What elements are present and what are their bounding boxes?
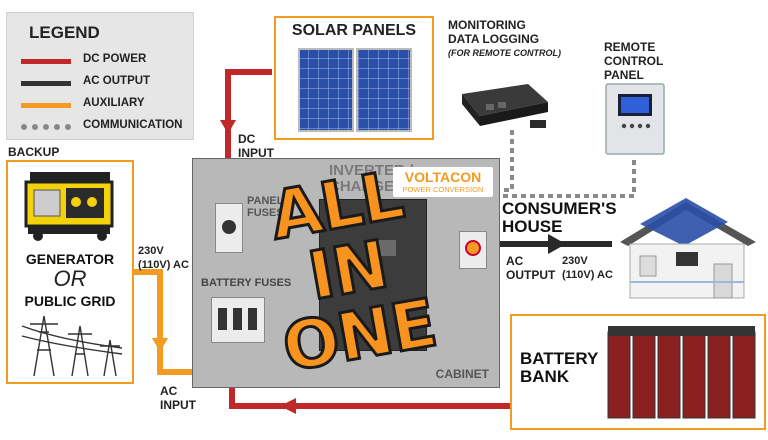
backup-label: BACKUP [8, 145, 60, 159]
generator-label: GENERATOR [25, 251, 115, 267]
legend-swatch-ac [21, 81, 71, 86]
dc-input-line1: DC [238, 132, 256, 146]
panel-fuses-line2: FUSES [247, 207, 284, 219]
legend-label-ac: AC OUTPUT [83, 75, 151, 87]
dc-input-label: DC INPUT [238, 132, 274, 160]
remote-panel-label: REMOTE CONTROL PANEL [604, 40, 663, 82]
ac-out-voltage-label: 230V (110V) AC [562, 254, 613, 282]
power-pylons-icon [21, 315, 123, 377]
inverter-unit [319, 199, 427, 351]
battery-bank-line1: BATTERY [520, 349, 599, 368]
output-isolator-switch [459, 231, 487, 269]
backup-box: GENERATOR OR PUBLIC GRID [6, 160, 134, 384]
fuse-knob [222, 220, 236, 234]
all-in-one-overlay: ALL IN ONE [252, 155, 444, 389]
legend-label-dc: DC POWER [83, 53, 147, 65]
solar-panels-box: SOLAR PANELS [274, 16, 434, 140]
battery-bank-box: BATTERY BANK [510, 314, 766, 430]
remote-panel-line2: CONTROL [604, 54, 664, 68]
or-label: OR [53, 266, 87, 291]
ac-output-line1: AC [506, 254, 524, 268]
legend-swatch-dc [21, 59, 71, 64]
monitoring-line3: (FOR REMOTE CONTROL) [448, 48, 561, 58]
legend-swatch-comm [21, 124, 71, 130]
dc-arrow-left [280, 398, 296, 414]
battery-bank-line2: BANK [520, 367, 570, 386]
brand-name: VOLTACON [404, 169, 482, 185]
consumer-line2: HOUSE [502, 217, 563, 236]
inverter-charger-label: INVERTER / CHARGER [329, 163, 413, 195]
generator-icon [24, 172, 114, 241]
ac-out-voltage-line2: (110V) AC [562, 269, 613, 281]
remote-panel-line3: PANEL [604, 68, 644, 82]
monitoring-line2: DATA LOGGING [448, 32, 540, 46]
inverter-text-1: INVERTER / [329, 162, 414, 179]
panel-fuse-switch [215, 203, 243, 253]
panel-fuses-label: PANEL FUSES [247, 195, 284, 219]
legend: LEGEND DC POWER AC OUTPUT AUXILIARY COMM… [6, 12, 194, 140]
ac-input-line2: INPUT [160, 398, 196, 412]
battery-cells-icon [607, 326, 756, 419]
legend-label-comm: COMMUNICATION [83, 119, 183, 131]
ac-arrow-right [548, 234, 566, 254]
aux-arrow-down [152, 338, 168, 352]
solar-panel-icon [298, 48, 412, 132]
voltacon-brand-badge: VOLTACON POWER CONVERSION [393, 167, 493, 197]
legend-title: LEGEND [29, 23, 100, 42]
consumer-house-label: CONSUMER'S HOUSE [502, 200, 617, 236]
battery-bank-label: BATTERY BANK [520, 350, 598, 386]
comm-line-remote [498, 160, 636, 198]
monitoring-label: MONITORING DATA LOGGING (FOR REMOTE CONT… [448, 18, 561, 60]
ac-input-line1: AC [160, 384, 178, 398]
solar-panels-title: SOLAR PANELS [291, 22, 417, 39]
ac-input-label: AC INPUT [160, 384, 196, 412]
battery-fuse-block [211, 297, 265, 343]
ac-in-voltage-line2: (110V) AC [138, 259, 189, 271]
ac-output-label: AC OUTPUT [506, 254, 555, 282]
cabinet: INVERTER / CHARGER VOLTACON POWER CONVER… [192, 158, 500, 388]
consumer-line1: CONSUMER'S [502, 199, 617, 218]
panel-fuses-line1: PANEL [247, 195, 284, 207]
house-icon [620, 198, 756, 299]
cabinet-label: CABINET [435, 367, 489, 381]
dc-arrow-down [220, 120, 236, 134]
legend-label-aux: AUXILIARY [83, 97, 145, 109]
dc-line-battery [229, 388, 510, 409]
isolator-knob [465, 240, 481, 256]
data-logger-device-icon [462, 84, 548, 128]
remote-control-panel-icon [605, 83, 665, 155]
public-grid-label: PUBLIC GRID [24, 293, 116, 309]
comm-line-monitor [498, 130, 514, 192]
monitoring-line1: MONITORING [448, 18, 526, 32]
battery-fuses-label: BATTERY FUSES [201, 277, 292, 289]
ac-in-voltage-line1: 230V [138, 245, 164, 257]
legend-swatch-aux [21, 103, 71, 108]
inverter-display [372, 240, 396, 256]
ac-output-line2: OUTPUT [506, 268, 556, 282]
ac-out-voltage-line1: 230V [562, 255, 588, 267]
brand-tagline: POWER CONVERSION [402, 185, 484, 194]
remote-panel-line1: REMOTE [604, 40, 656, 54]
dc-input-line2: INPUT [238, 146, 274, 160]
ac-in-voltage-label: 230V (110V) AC [138, 244, 189, 272]
inverter-text-2: CHARGER [329, 178, 405, 195]
